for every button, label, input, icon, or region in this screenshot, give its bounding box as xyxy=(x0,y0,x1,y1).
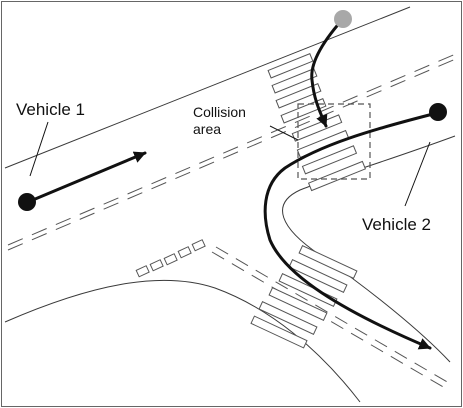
vehicle1-label: Vehicle 1 xyxy=(16,100,85,119)
lower-road-edge-left xyxy=(4,279,361,403)
upper-road-edge xyxy=(4,6,411,169)
vehicle2-dot xyxy=(429,103,447,121)
crosswalk-stripe xyxy=(258,301,318,335)
lane-line-upper xyxy=(7,57,459,251)
side-marking xyxy=(191,239,206,252)
collision-area-box xyxy=(297,103,371,180)
vehicle1-leader-line xyxy=(29,121,49,177)
crosswalk-stripe xyxy=(298,245,358,279)
vehicle1-path xyxy=(26,151,147,204)
lane-line-upper-dashes xyxy=(7,52,459,246)
vehicle2-trajectory xyxy=(263,103,447,350)
pedestrian-path xyxy=(310,18,344,128)
lower-road-edge-right xyxy=(282,135,456,363)
side-marking xyxy=(177,246,192,259)
upper-crosswalk xyxy=(267,53,367,192)
side-marking xyxy=(135,265,150,278)
vehicle2-leader-line xyxy=(404,141,431,207)
collision-label-line2: area xyxy=(193,121,221,137)
vehicle2-path xyxy=(263,111,439,350)
pedestrian-dot xyxy=(334,10,352,28)
collision-leader-line xyxy=(269,125,299,141)
crosswalk-stripe xyxy=(307,160,367,192)
road-edges xyxy=(4,6,456,403)
crosswalk-stripe xyxy=(250,315,308,349)
crosswalk-stripe xyxy=(301,145,358,175)
vehicle1-dot xyxy=(18,193,36,211)
side-stop-markings xyxy=(135,239,206,278)
crosswalk-stripe xyxy=(280,98,327,124)
collision-label-line1: Collision xyxy=(193,104,246,120)
crosswalk-stripe xyxy=(288,259,348,293)
side-marking xyxy=(149,259,164,272)
crosswalk-stripe xyxy=(271,68,318,94)
side-marking xyxy=(163,253,178,266)
crosswalk-stripe xyxy=(275,83,322,109)
crosswalk-stripe xyxy=(267,53,314,79)
vehicle2-label: Vehicle 2 xyxy=(362,215,431,234)
crosswalk-stripe xyxy=(268,287,328,321)
vehicle1-trajectory xyxy=(18,151,147,211)
lane-markings xyxy=(7,52,459,389)
lower-crosswalk xyxy=(250,245,358,349)
pedestrian-trajectory xyxy=(310,10,352,128)
